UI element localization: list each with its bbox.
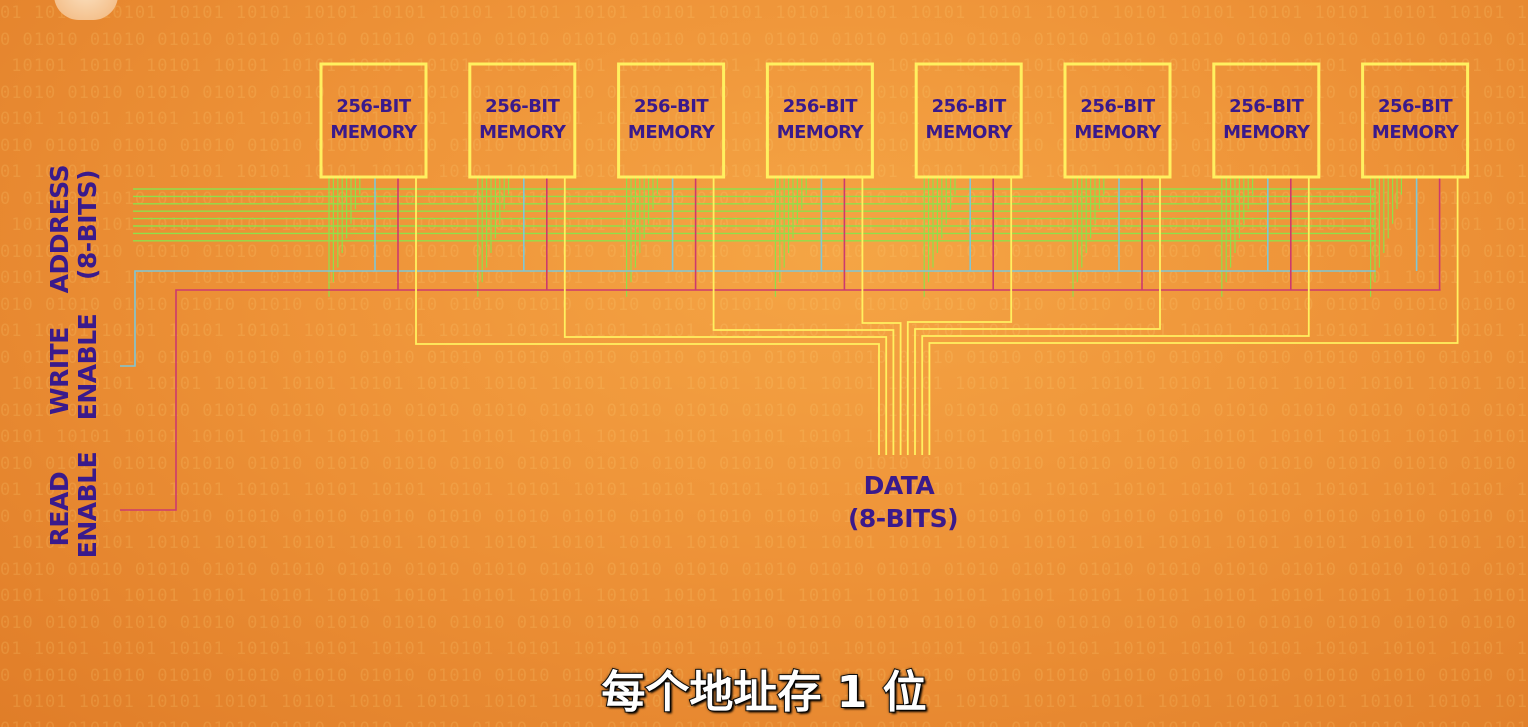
address-bus [133, 177, 1403, 297]
memory-box [468, 62, 577, 179]
data-line [563, 177, 888, 455]
memory-box [1063, 62, 1172, 179]
channel-logo [54, 0, 118, 20]
data-line [712, 177, 895, 455]
memory-box [1361, 62, 1470, 179]
write-enable-label: WRITE ENABLE [45, 314, 102, 420]
read-enable-label: READ ENABLE [45, 452, 102, 558]
data-line [928, 177, 1459, 455]
address-label: ADDRESS (8-BITS) [45, 157, 102, 294]
data-bus [415, 177, 1459, 455]
control-lines [120, 177, 1441, 511]
data-line [921, 177, 1310, 455]
write-enable-line [120, 270, 1376, 367]
memory-box [765, 62, 874, 179]
data-line [415, 177, 880, 455]
memory-box [1212, 62, 1321, 179]
data-line [914, 177, 1161, 455]
read-enable-line [120, 289, 1441, 511]
data-line [861, 177, 902, 455]
memory-box [617, 62, 726, 179]
memory-box [319, 62, 428, 179]
subtitle-caption: 每个地址存 1 位 [600, 666, 927, 719]
data-label: DATA (8-BITS) [848, 471, 958, 533]
data-line [906, 177, 1013, 455]
memory-box [914, 62, 1023, 179]
